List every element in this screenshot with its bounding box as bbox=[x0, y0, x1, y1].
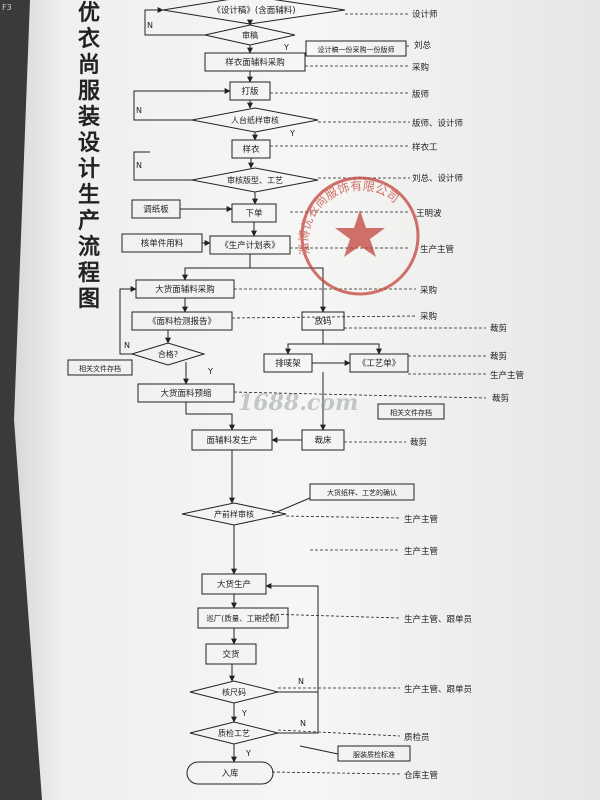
node-fit-review-label: 人台纸样审核 bbox=[231, 115, 279, 125]
note-one-purchase bbox=[305, 40, 407, 57]
node-sample-purchase bbox=[204, 52, 306, 72]
node-design-draft bbox=[162, 0, 346, 25]
branch-no-label: N bbox=[300, 719, 306, 728]
role-label: 采购 bbox=[420, 285, 437, 296]
node-sample-purchase-label: 样衣面辅料采购 bbox=[225, 57, 285, 68]
note-one-purchase-text: 设计稿一份采购一份版师 bbox=[318, 45, 395, 54]
node-factory-patrol bbox=[197, 607, 289, 629]
stamp-star-icon bbox=[335, 210, 385, 257]
title-char: 图 bbox=[78, 287, 100, 312]
node-warehousing bbox=[186, 761, 274, 785]
branch-yes-label: Y bbox=[283, 43, 289, 52]
title-char: 设 bbox=[78, 131, 100, 156]
role-label: 样衣工 bbox=[412, 142, 438, 153]
role-label: 裁剪 bbox=[490, 351, 507, 362]
branch-no-label: N bbox=[124, 341, 130, 350]
title-char: 服 bbox=[78, 79, 101, 104]
note-archive-right bbox=[377, 403, 445, 420]
node-review bbox=[204, 24, 296, 46]
role-label: 生产主管 bbox=[490, 370, 524, 381]
node-adjust-pattern-label: 调纸板 bbox=[143, 204, 169, 215]
role-label: 裁剪 bbox=[410, 437, 427, 448]
branch-no-label: N bbox=[298, 677, 304, 686]
node-craft-sheet-label: 《工艺单》 bbox=[358, 358, 401, 369]
node-review-label: 审稿 bbox=[242, 30, 258, 40]
role-label: 质检员 bbox=[404, 732, 430, 743]
branch-no-label: N bbox=[136, 161, 142, 170]
branch-no-label: N bbox=[136, 106, 142, 115]
note-bulk-confirm bbox=[309, 483, 415, 501]
node-delivery-label: 交货 bbox=[222, 649, 240, 660]
branch-yes-label: Y bbox=[245, 749, 251, 758]
corner-label: F3 bbox=[2, 3, 12, 12]
title-char: 计 bbox=[78, 157, 100, 182]
role-label: 生产主管 bbox=[404, 514, 438, 525]
node-marker-label: 排唛架 bbox=[275, 358, 301, 369]
node-check-materials-label: 核单件用料 bbox=[141, 238, 184, 249]
role-leaders bbox=[231, 13, 487, 775]
role-label: 采购 bbox=[412, 62, 429, 73]
note-archive-right-text: 相关文件存档 bbox=[390, 408, 432, 417]
stamp-ring bbox=[300, 176, 420, 296]
role-label: 采购 bbox=[420, 311, 437, 322]
title-char: 产 bbox=[78, 209, 100, 234]
role-label: 设计师 bbox=[412, 9, 438, 20]
note-bulk-confirm-text: 大货纸样、工艺的确认 bbox=[327, 488, 397, 497]
role-label: 刘总、设计师 bbox=[412, 173, 464, 184]
title-char: 装 bbox=[78, 105, 100, 130]
node-qualified bbox=[130, 342, 206, 366]
role-label: 版师、设计师 bbox=[412, 118, 464, 129]
role-label: 王明波 bbox=[416, 208, 442, 219]
node-review-pattern-craft-label: 审核版型、工艺 bbox=[227, 175, 283, 185]
node-factory-patrol-label: 巡厂(质量、工期控制) bbox=[206, 613, 279, 623]
node-warehousing-label: 入库 bbox=[221, 768, 239, 779]
node-pre-production-review bbox=[181, 502, 287, 526]
role-label: 生产主管 bbox=[404, 546, 438, 557]
title-char: 程 bbox=[78, 261, 100, 286]
node-bulk-production-label: 大货生产 bbox=[217, 579, 251, 590]
title-char: 流 bbox=[78, 234, 100, 260]
role-label: 裁剪 bbox=[492, 393, 509, 404]
node-bulk-purchase-label: 大货面辅料采购 bbox=[155, 284, 215, 295]
node-issue-materials-label: 面辅料发生产 bbox=[206, 435, 257, 446]
vertical-title: 优 衣 尚 服 装 设 计 生 产 流 程 图 bbox=[78, 0, 101, 312]
node-fabric-report-label: 《面料检测报告》 bbox=[148, 316, 216, 327]
branch-yes-label: Y bbox=[289, 129, 295, 138]
node-sample-garment-label: 样衣 bbox=[242, 144, 260, 155]
role-label: 版师 bbox=[412, 89, 430, 100]
node-size-check-label: 核尺码 bbox=[222, 687, 246, 697]
branch-no-label: N bbox=[147, 21, 153, 30]
watermark-text: 1688.com bbox=[238, 390, 358, 416]
node-cutting-label: 裁床 bbox=[314, 435, 332, 446]
node-pattern-label: 打版 bbox=[241, 86, 259, 97]
role-label: 生产主管 bbox=[420, 244, 454, 255]
title-char: 生 bbox=[78, 183, 100, 208]
title-char: 尚 bbox=[78, 53, 100, 78]
title-char: 衣 bbox=[78, 26, 100, 52]
node-pre-production-review-label: 产前样审核 bbox=[214, 509, 254, 519]
branch-yes-label: Y bbox=[241, 709, 247, 718]
node-design-draft-label: 《设计稿》(含面辅料) bbox=[212, 5, 295, 16]
role-label: 仓库主管 bbox=[404, 770, 438, 781]
note-archive-left-text: 相关文件存档 bbox=[79, 364, 121, 373]
node-grading-label: 放码 bbox=[314, 316, 331, 327]
node-fit-review bbox=[191, 107, 319, 133]
role-label: 裁剪 bbox=[490, 323, 507, 334]
role-label: 刘总 bbox=[414, 40, 432, 51]
role-label: 生产主管、跟单员 bbox=[404, 614, 472, 625]
node-pre-shrink-label: 大货面料预缩 bbox=[160, 388, 212, 399]
title-char: 优 bbox=[78, 0, 100, 26]
node-qc-craft-label: 质检工艺 bbox=[218, 728, 250, 738]
role-label: 生产主管、跟单员 bbox=[404, 684, 472, 695]
branch-yes-label: Y bbox=[207, 367, 213, 376]
note-qc-standard-text: 服装质检标准 bbox=[353, 750, 395, 759]
connectors bbox=[119, 7, 382, 763]
node-review-pattern-craft bbox=[191, 167, 319, 193]
node-qualified-label: 合格? bbox=[158, 349, 178, 359]
node-order-label: 下单 bbox=[245, 208, 263, 219]
node-production-plan-label: 《生产计划表》 bbox=[220, 240, 280, 251]
